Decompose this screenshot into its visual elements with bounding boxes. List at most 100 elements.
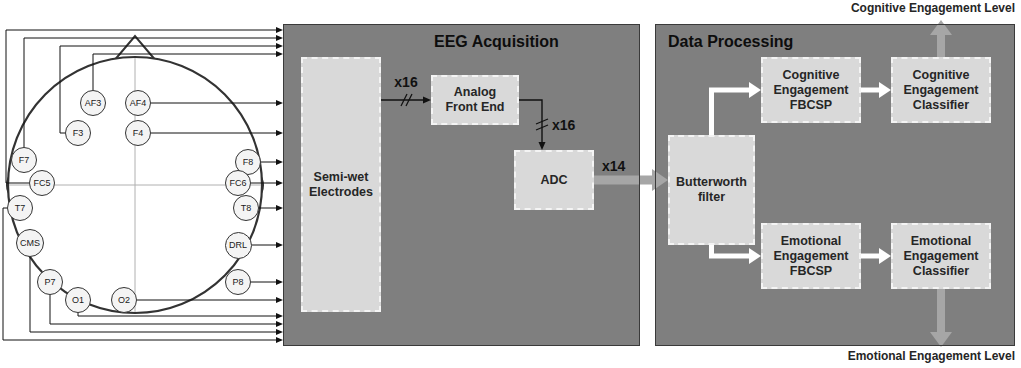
connector [30,257,283,335]
connector-line [261,162,277,163]
arrowhead [276,321,283,327]
box-label: ADC [540,173,567,188]
connector-line [861,88,880,93]
electrode-label: O1 [72,296,84,305]
box-label: Emotional Engagement FBCSP [767,234,855,279]
arrowhead [276,297,283,303]
arrowhead [276,279,283,285]
arrowhead [539,142,546,150]
arrowhead [879,248,891,264]
connector [861,82,891,98]
arrowhead [276,159,283,165]
electrode-label: P8 [232,278,243,287]
connector-line [3,208,277,340]
connector [78,313,283,319]
head-outline [8,57,262,313]
connector-line [78,313,277,316]
label-holder: Emotional Engagement Level [848,349,1015,363]
output-label: Cognitive Engagement Level [851,1,1015,15]
bus-mark [406,94,412,106]
electrode-circle: CMS [16,229,44,257]
edge-label: x16 [394,74,417,90]
arrowhead [879,82,891,98]
arrowhead [276,313,283,319]
electrode-label: F7 [19,156,30,165]
connector [24,35,283,147]
connector [6,27,283,183]
box-label: Emotional Engagement Classifier [897,234,985,279]
connector-line [251,183,277,184]
electrode-label: FC5 [33,179,50,188]
output-arrowhead [930,332,952,347]
arrowhead [749,248,761,264]
connector-line [30,257,277,332]
electrode-label: CMS [20,239,40,248]
connector-line [712,90,751,135]
box-label: Analog Front End [437,85,513,115]
electrode-circle: FC5 [29,170,55,196]
arrowhead [276,180,283,186]
bus-mark [536,125,548,130]
box-label: Cognitive Engagement Classifier [897,68,985,113]
connector-line [519,100,542,143]
arrowhead [276,337,283,343]
electrode-circle: FC6 [225,170,251,196]
electrode-circle: O1 [65,287,91,313]
connector [93,51,283,90]
electrode-label: T8 [241,204,252,213]
box-label: Semi-wet Electrodes [307,170,375,200]
electrode-circle: O2 [111,287,137,313]
connector-line [252,245,278,246]
connector-line [712,245,751,256]
process-box: Emotional Engagement FBCSP [761,223,861,289]
electrode-circle: F3 [65,120,91,146]
connector-line [259,208,277,209]
connector [712,245,762,264]
connector-line [594,176,653,185]
arrowhead [276,51,283,57]
electrode-label: P7 [44,278,55,287]
electrode-label: F8 [243,158,254,167]
connector [251,279,283,285]
connector [151,100,283,106]
arrowhead [276,130,283,136]
bus-mark [401,94,407,106]
process-box: Butterworth filter [668,135,755,245]
process-box: ADC [514,150,594,210]
panel-title: EEG Acquisition [434,33,559,51]
arrowhead [276,329,283,335]
box-label: Butterworth filter [674,175,749,205]
electrode-label: O2 [118,296,130,305]
connector [381,94,431,106]
electrode-circle: AF3 [80,90,106,116]
connector-line [24,38,277,147]
connector [861,248,891,264]
connector-line [6,30,277,183]
panel-box: EEG AcquisitionSemi-wet Electrodes Analog… [283,24,640,346]
process-box: Cognitive Engagement FBCSP [761,57,861,123]
arrowhead [749,82,761,98]
label-holder: Cognitive Engagement Level [851,1,1015,15]
output-arrow [937,34,945,58]
connector [137,297,283,303]
connector [151,130,283,136]
arrowhead [276,35,283,41]
edge-label: x14 [602,158,625,174]
connector-line [151,133,277,134]
bus-mark [536,119,548,124]
connector [712,82,762,135]
connector [60,43,283,133]
edge-label-holder: x16 [552,117,575,133]
connector [259,205,283,211]
electrode-circle: F4 [125,120,151,146]
arrowhead [423,97,431,104]
panel-ground [655,24,1015,346]
panel-ground [283,24,640,346]
panel-box: Data ProcessingButterworth filterCogniti… [655,24,1015,346]
electrode-circle: DRL [225,232,252,259]
electrode-label: T7 [15,204,26,213]
process-box: Cognitive Engagement Classifier [891,57,991,123]
connector [261,159,283,165]
